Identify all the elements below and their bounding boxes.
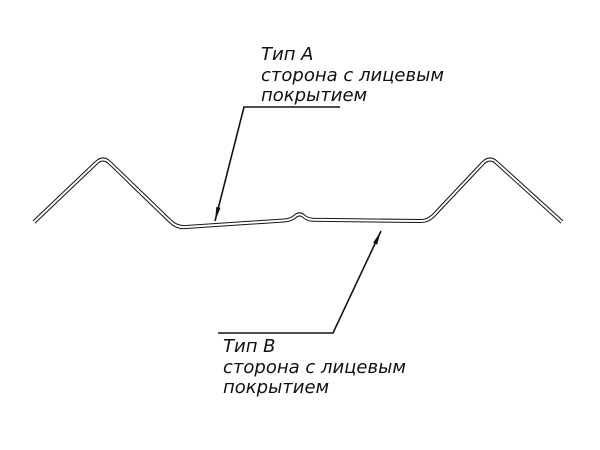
callout-bottom-line3: покрытием: [223, 377, 330, 398]
leader-arrow-bottom-icon: [373, 231, 381, 245]
leader-top: [214, 106, 340, 222]
profile-inner-fill: [33, 158, 563, 229]
callout-bottom: Тип В сторона с лицевым покрытием: [223, 337, 406, 398]
leader-arrow-top-icon: [215, 206, 221, 221]
leader-bottom: [218, 230, 382, 334]
profile-outline: [32, 157, 564, 230]
callout-bottom-title: Тип В: [223, 336, 276, 357]
callout-top: Тип А сторона с лицевым покрытием: [261, 45, 444, 106]
leader-line-bottom: [218, 230, 382, 334]
leader-line-top: [214, 106, 340, 222]
callout-top-title: Тип А: [261, 44, 314, 65]
callout-top-line3: покрытием: [261, 85, 368, 106]
sheet-profile: [32, 157, 564, 230]
callout-bottom-line2: сторона с лицевым: [223, 357, 406, 378]
callout-top-line2: сторона с лицевым: [261, 65, 444, 86]
